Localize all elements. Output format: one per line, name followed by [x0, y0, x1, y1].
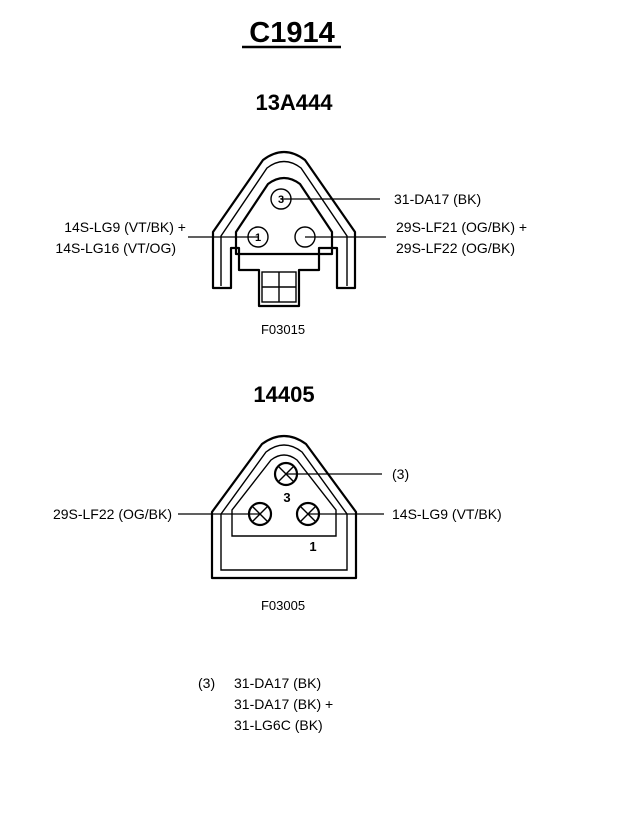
- connector-a-part-number: 13A444: [255, 90, 333, 115]
- note-line-3: 31-LG6C (BK): [234, 717, 323, 733]
- connector-b-figure-code: F03005: [261, 598, 305, 613]
- note-ref: (3): [198, 675, 215, 691]
- connector-a-pin-2-label-line-1: 29S-LF21 (OG/BK) +: [396, 219, 527, 235]
- note-line-1: 31-DA17 (BK): [234, 675, 321, 691]
- connector-a-pin-1-label-line-1: 14S-LG9 (VT/BK) +: [64, 219, 186, 235]
- connector-a-pin-3-label: 31-DA17 (BK): [394, 191, 481, 207]
- connector-a-figure-code: F03015: [261, 322, 305, 337]
- connector-b-pin-1-number: 1: [309, 539, 316, 554]
- page-title: C1914: [249, 17, 334, 49]
- connector-b-pin-1: 1: [295, 501, 321, 554]
- connector-b-pin-3-number: 3: [283, 490, 290, 505]
- note-line-2: 31-DA17 (BK) +: [234, 696, 333, 712]
- connector-b-pin-3-label: (3): [392, 466, 409, 482]
- connector-b-part-number: 14405: [253, 382, 314, 407]
- connector-b-pin-3: 3: [273, 461, 299, 505]
- connector-a-pin-1-number: 1: [255, 232, 261, 244]
- connector-a-pin-2-label-line-2: 29S-LF22 (OG/BK): [396, 240, 515, 256]
- connector-b-housing: [210, 434, 358, 580]
- connector-a-pin-1-label-line-2: 14S-LG16 (VT/OG): [55, 240, 176, 256]
- connector-b-pin-1-label: 14S-LG9 (VT/BK): [392, 506, 502, 522]
- connector-a-pin-3-number: 3: [278, 194, 284, 206]
- connector-b-pin-left-label: 29S-LF22 (OG/BK): [53, 506, 172, 522]
- connector-a-housing: [211, 150, 357, 308]
